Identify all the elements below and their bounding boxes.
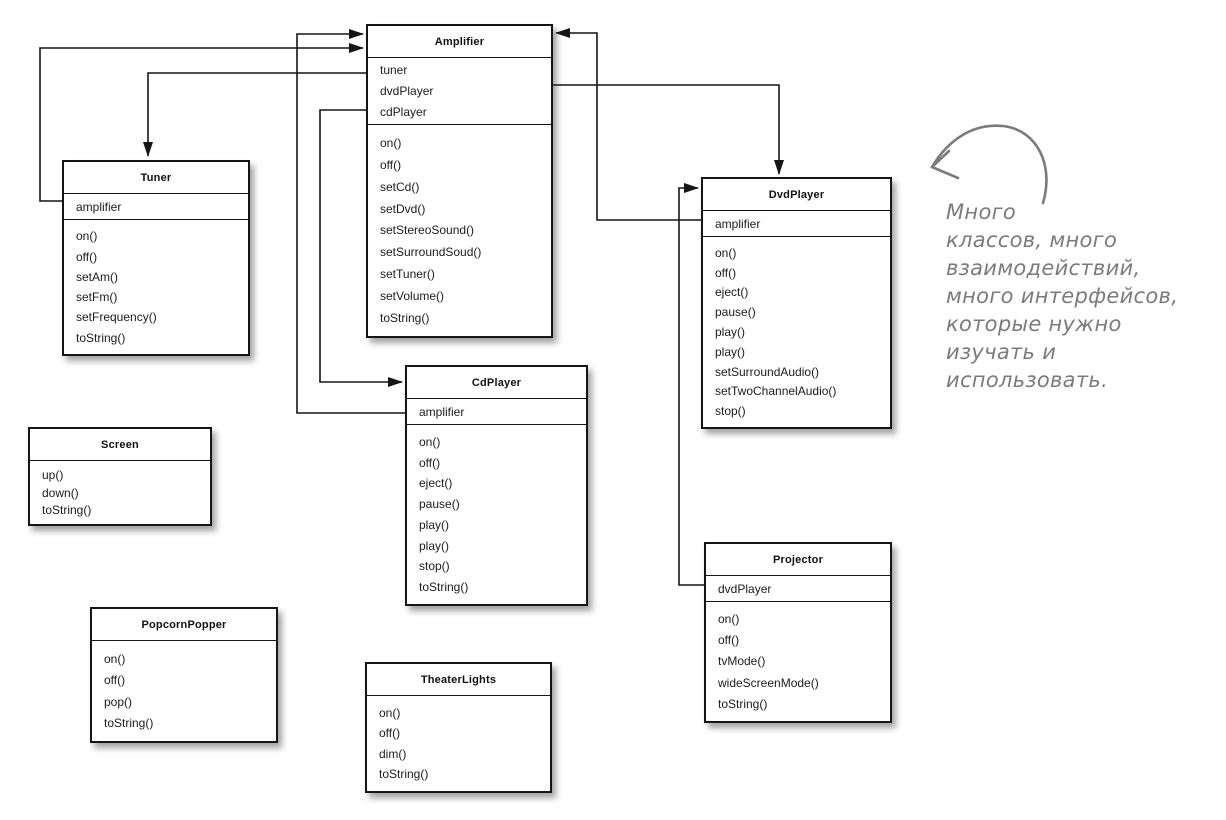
- uml-field: tuner: [380, 63, 408, 77]
- uml-method: eject(): [419, 476, 453, 491]
- class-name: Tuner: [64, 162, 248, 194]
- methods-compartment: up() down() toString(): [30, 461, 210, 524]
- uml-method: on(): [718, 612, 740, 627]
- uml-method: play(): [419, 517, 450, 532]
- uml-method: off(): [718, 633, 740, 648]
- uml-method: setVolume(): [380, 289, 445, 304]
- methods-compartment: on() off() eject() pause() play() play()…: [407, 425, 586, 604]
- uml-method: setDvd(): [380, 201, 426, 216]
- uml-field: dvdPlayer: [718, 581, 772, 596]
- uml-method: setCd(): [380, 179, 420, 194]
- uml-method: setAm(): [76, 269, 118, 284]
- annotation-line: классов, много: [946, 228, 1118, 252]
- methods-compartment: on() off() eject() pause() play() play()…: [703, 237, 890, 427]
- uml-method: pause(): [419, 497, 460, 512]
- uml-method: setTwoChannelAudio(): [715, 384, 837, 399]
- uml-method: on(): [380, 135, 402, 150]
- class-box-tuner: Tuner amplifier on() off() setAm() setFm…: [62, 160, 250, 356]
- uml-method: off(): [379, 726, 401, 741]
- uml-method: stop(): [419, 559, 450, 574]
- uml-method: toString(): [76, 330, 126, 345]
- uml-method: setSurroundAudio(): [715, 364, 820, 379]
- uml-method: play(): [715, 324, 746, 339]
- edge-amplifier-dvdplayer: [553, 84, 784, 175]
- uml-method: setSurroundSoud(): [380, 245, 482, 260]
- class-box-theaterlights: TheaterLights on() off() dim() toString(…: [365, 662, 552, 793]
- uml-method: off(): [419, 455, 441, 470]
- uml-method: setTuner(): [380, 267, 435, 282]
- uml-method: toString(): [380, 311, 430, 326]
- uml-method: wideScreenMode(): [718, 675, 819, 690]
- uml-method: on(): [419, 434, 441, 449]
- annotation-line: Много: [946, 200, 1017, 224]
- class-name: Screen: [30, 429, 210, 461]
- handwritten-annotation: Много классов, много взаимодействий, мно…: [946, 198, 1221, 394]
- uml-field: amplifier: [419, 404, 465, 419]
- class-name: Projector: [706, 544, 890, 576]
- edge-amplifier-tuner: [143, 72, 366, 157]
- uml-method: setFrequency(): [76, 310, 157, 325]
- uml-method: up(): [42, 467, 64, 482]
- uml-field: amplifier: [76, 199, 122, 214]
- uml-field: amplifier: [715, 216, 761, 231]
- class-box-dvdplayer: DvdPlayer amplifier on() off() eject() p…: [701, 177, 892, 429]
- methods-compartment: on() off() setAm() setFm() setFrequency(…: [64, 220, 248, 354]
- uml-method: play(): [419, 538, 450, 553]
- uml-method: setFm(): [76, 290, 118, 305]
- fields-compartment: amplifier: [703, 211, 890, 237]
- uml-method: play(): [715, 344, 746, 359]
- class-box-amplifier: Amplifier tuner dvdPlayer cdPlayer on() …: [366, 24, 553, 338]
- uml-method: toString(): [419, 580, 469, 595]
- uml-method: dim(): [379, 746, 407, 761]
- class-name: CdPlayer: [407, 367, 586, 399]
- uml-method: down(): [42, 485, 79, 500]
- uml-method: toString(): [379, 767, 429, 782]
- uml-method: off(): [715, 265, 737, 280]
- class-box-popcornpopper: PopcornPopper on() off() pop() toString(…: [90, 607, 278, 743]
- annotation-line: использовать.: [946, 368, 1109, 392]
- fields-compartment: dvdPlayer: [706, 576, 890, 602]
- methods-compartment: on() off() setCd() setDvd() setStereoSou…: [368, 125, 551, 336]
- fields-compartment: amplifier: [407, 399, 586, 425]
- class-box-screen: Screen up() down() toString(): [28, 427, 212, 526]
- uml-method: tvMode(): [718, 654, 766, 669]
- uml-method: off(): [380, 157, 402, 172]
- uml-field: dvdPlayer: [380, 84, 434, 98]
- class-name: PopcornPopper: [92, 609, 276, 641]
- class-name: DvdPlayer: [703, 179, 890, 211]
- uml-method: on(): [104, 651, 126, 666]
- uml-method: stop(): [715, 404, 746, 419]
- methods-compartment: on() off() dim() toString(): [367, 696, 550, 791]
- uml-method: on(): [715, 245, 737, 260]
- uml-method: pause(): [715, 305, 756, 320]
- methods-compartment: on() off() pop() toString(): [92, 641, 276, 741]
- class-name: Amplifier: [368, 26, 551, 58]
- uml-method: on(): [379, 705, 401, 720]
- uml-method: toString(): [104, 716, 154, 731]
- uml-method: off(): [104, 673, 126, 688]
- class-name: TheaterLights: [367, 664, 550, 696]
- fields-compartment: tuner dvdPlayer cdPlayer: [368, 58, 551, 125]
- annotation-line: изучать и: [946, 340, 1057, 364]
- uml-method: eject(): [715, 285, 749, 300]
- annotation-line: взаимодействий,: [946, 256, 1141, 280]
- uml-method: toString(): [42, 503, 92, 518]
- annotation-line: которые нужно: [946, 312, 1122, 336]
- edge-dvdplayer-amplifier: [555, 28, 701, 221]
- fields-compartment: amplifier: [64, 194, 248, 220]
- uml-method: on(): [76, 229, 98, 244]
- methods-compartment: on() off() tvMode() wideScreenMode() toS…: [706, 602, 890, 721]
- uml-method: setStereoSound(): [380, 223, 475, 238]
- class-box-projector: Projector dvdPlayer on() off() tvMode() …: [704, 542, 892, 723]
- uml-field: cdPlayer: [380, 105, 427, 119]
- class-box-cdplayer: CdPlayer amplifier on() off() eject() pa…: [405, 365, 588, 606]
- uml-method: off(): [76, 249, 98, 264]
- uml-method: toString(): [718, 696, 768, 711]
- uml-method: pop(): [104, 694, 133, 709]
- annotation-line: много интерфейсов,: [946, 284, 1179, 308]
